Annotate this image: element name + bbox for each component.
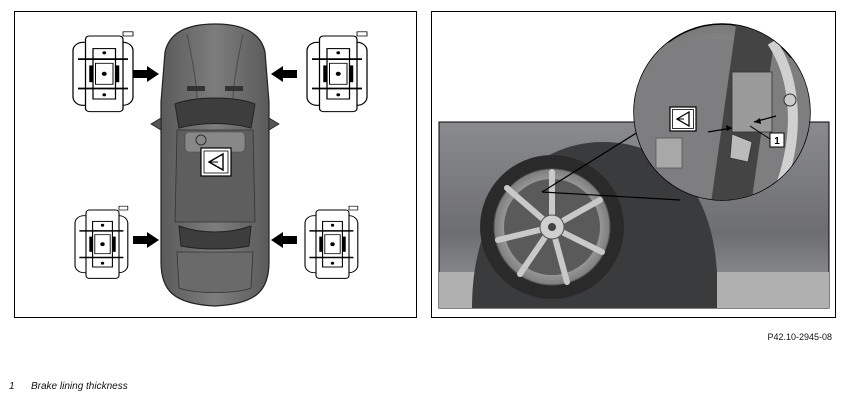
visual-check-icon	[200, 147, 232, 177]
legend: 1 Brake lining thickness	[9, 381, 128, 392]
wheel-closeup-photo: 1	[438, 23, 830, 309]
visual-check-icon	[669, 106, 697, 132]
brake-caliper-rear-right-icon	[304, 205, 359, 280]
figure-code: P42.10-2945-08	[767, 332, 832, 342]
legend-text: Brake lining thickness	[31, 381, 128, 392]
vehicle-top-view	[72, 23, 368, 307]
legend-number: 1	[9, 381, 15, 392]
vehicle-top-view-panel	[14, 11, 417, 318]
arrow-left-icon	[271, 232, 297, 248]
arrow-right-icon	[133, 232, 159, 248]
arrow-right-icon	[133, 66, 159, 82]
callout-number: 1	[774, 136, 780, 147]
arrow-left-icon	[271, 66, 297, 82]
measurement-arrows-icon	[707, 115, 777, 140]
magnified-detail	[633, 23, 811, 201]
callout-1: 1	[769, 132, 785, 148]
wheel-detail-panel: 1	[431, 11, 836, 318]
brake-caliper-front-left-icon	[72, 30, 134, 113]
brake-caliper-front-right-icon	[306, 30, 368, 113]
brake-caliper-rear-left-icon	[74, 205, 129, 280]
